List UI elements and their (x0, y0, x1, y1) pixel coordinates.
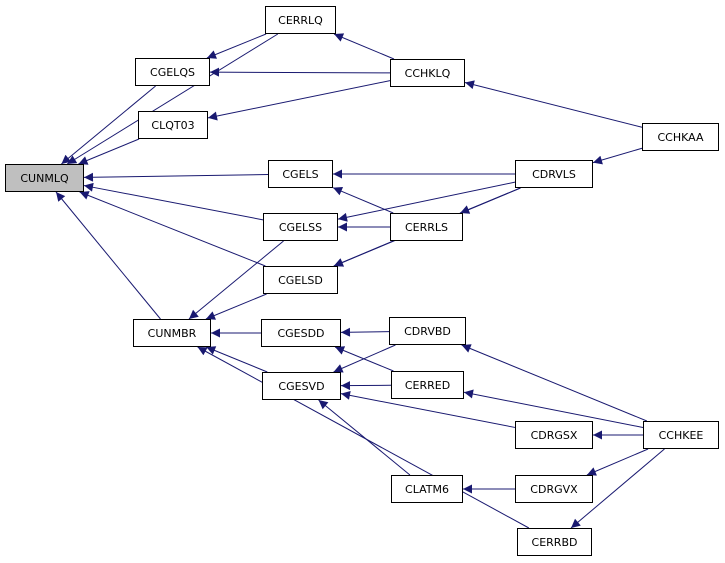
edge-cerrlq-to-cgelqs (206, 33, 267, 59)
edge-cdrvbd-to-cgesdd (340, 327, 390, 337)
node-cerrbd[interactable]: CERRBD (517, 528, 592, 556)
node-cgesdd[interactable]: CGESDD (261, 319, 341, 347)
node-cdrvls[interactable]: CDRVLS (515, 160, 593, 188)
node-cdrgvx[interactable]: CDRGVX (515, 475, 593, 503)
node-cerrls[interactable]: CERRLS (390, 213, 463, 241)
edge-cchkee-to-cerred (463, 389, 644, 428)
node-cerrlq[interactable]: CERRLQ (265, 6, 336, 34)
edge-cgelqs-to-cunmlq (61, 85, 156, 165)
edge-cgelsd-to-cunmbr (205, 293, 267, 320)
edge-cerrlq-to-cunmlq (66, 33, 279, 165)
edge-cdrgsx-to-cgesvd (340, 390, 516, 428)
edge-cerrbd-to-cunmbr (197, 346, 530, 529)
node-cunmbr[interactable]: CUNMBR (133, 319, 211, 347)
edge-cunmbr-to-cunmlq (55, 191, 161, 320)
edge-cgelss-to-cunmbr (188, 240, 284, 320)
edge-cgesvd-to-cunmbr (206, 346, 268, 373)
node-cdrvbd[interactable]: CDRVBD (389, 317, 466, 345)
edge-cchkee-to-cerrbd (570, 448, 665, 529)
edge-cchkaa-to-cchklq (464, 80, 643, 128)
edge-clatm6-to-cgesvd (318, 399, 411, 476)
edge-cgels-to-cunmlq (83, 172, 269, 182)
edge-cchkee-to-cdrvbd (461, 344, 648, 422)
node-cgelqs[interactable]: CGELQS (135, 58, 210, 86)
edge-cchkee-to-cdrgvx (586, 448, 649, 476)
node-cdrgsx[interactable]: CDRGSX (515, 421, 593, 449)
node-cunmlq: CUNMLQ (5, 164, 84, 192)
edge-cdrvls-to-cerrls (459, 187, 521, 214)
node-cchkaa[interactable]: CCHKAA (642, 123, 719, 151)
edge-clqt03-to-cunmlq (78, 138, 140, 165)
edge-cdrvls-to-cgelss (337, 181, 516, 222)
edge-cchklq-to-cerrlq (333, 33, 395, 60)
edge-cchklq-to-clqt03 (207, 80, 391, 121)
node-cgelss[interactable]: CGELSS (263, 213, 338, 241)
node-clqt03[interactable]: CLQT03 (138, 111, 208, 139)
edge-cerrls-to-cgelsd (333, 240, 394, 267)
edge-cchklq-to-cgelqs (209, 67, 391, 77)
edge-cerrls-to-cgels (332, 187, 394, 214)
node-cgelsd[interactable]: CGELSD (263, 266, 338, 294)
node-cchkee[interactable]: CCHKEE (643, 421, 719, 449)
node-cerred[interactable]: CERRED (391, 371, 464, 399)
edge-cchkaa-to-cdrvls (592, 147, 643, 165)
node-clatm6[interactable]: CLATM6 (391, 475, 463, 503)
node-cgels[interactable]: CGELS (268, 160, 333, 188)
node-cgesvd[interactable]: CGESVD (262, 372, 341, 400)
node-cchklq[interactable]: CCHKLQ (390, 59, 465, 87)
edge-cgelss-to-cunmlq (83, 182, 264, 221)
edge-cgelsd-to-cunmlq (79, 191, 266, 267)
edge-cdrvbd-to-cgesvd (333, 344, 396, 373)
